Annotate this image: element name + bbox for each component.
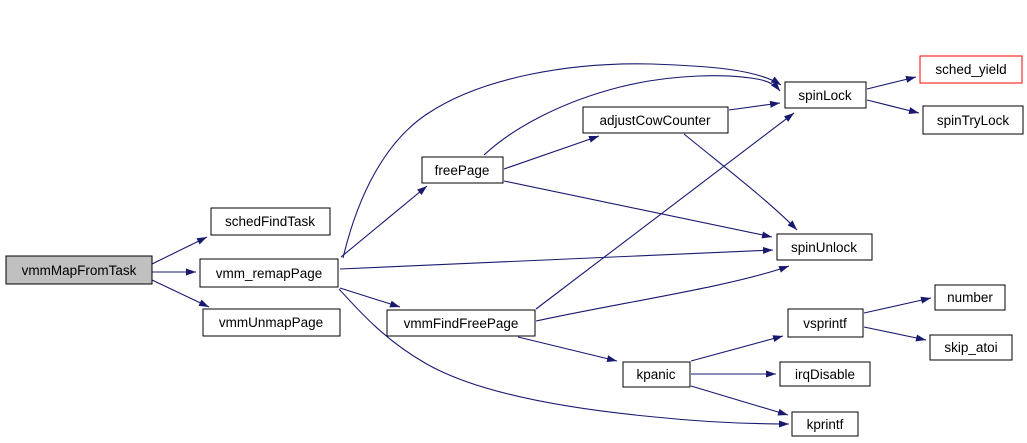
node-vmmUnmapPage[interactable]: vmmUnmapPage [202, 308, 341, 337]
node-box [5, 255, 153, 285]
edge-adjustCowCounter-spinUnlock [683, 133, 798, 231]
node-box[interactable] [919, 55, 1023, 84]
node-label: vmmFindFreePage [404, 316, 519, 331]
node-label: irqDisable [795, 367, 855, 382]
node-box[interactable] [582, 106, 729, 134]
node-box[interactable] [787, 308, 864, 338]
node-box[interactable] [776, 233, 873, 261]
edge-freePage-spinUnlock [503, 180, 773, 239]
edge-adjustCowCounter-spinLock [728, 100, 781, 111]
node-box[interactable] [934, 284, 1006, 311]
node-label: freePage [435, 163, 490, 178]
edge-vsprintf-number [863, 296, 932, 314]
node-spinLock[interactable]: spinLock [784, 81, 867, 109]
node-box[interactable] [210, 207, 331, 236]
node-vmm_remapPage[interactable]: vmm_remapPage [199, 258, 339, 288]
node-spinTryLock[interactable]: spinTryLock [922, 105, 1024, 135]
node-box[interactable] [202, 308, 341, 337]
node-box[interactable] [922, 105, 1024, 135]
node-vsprintf[interactable]: vsprintf [787, 308, 864, 338]
edge-spinLock-spinTryLock [866, 99, 920, 114]
edge-vmm_remapPage-spinUnlock [339, 246, 774, 270]
node-label: schedFindTask [225, 214, 315, 229]
node-label: skip_atoi [944, 340, 997, 355]
edge-vmmFindFreePage-kpanic [517, 336, 618, 363]
edge-vsprintf-skip_atoi [863, 326, 927, 342]
edge-vmm_remapPage-vmmFindFreePage [339, 287, 401, 308]
node-box[interactable] [791, 411, 859, 437]
edge-kpanic-kprintf [690, 385, 789, 416]
node-label: vsprintf [803, 316, 847, 331]
node-number[interactable]: number [934, 284, 1006, 311]
node-label: kprintf [807, 417, 844, 432]
node-label: vmm_remapPage [216, 266, 323, 281]
edge-vmmFindFreePage-spinUnlock [535, 265, 790, 322]
node-box[interactable] [929, 334, 1013, 361]
node-label: spinTryLock [937, 113, 1010, 128]
edge-vmm_remapPage-spinLock [342, 63, 782, 259]
edge-kpanic-vsprintf [690, 335, 784, 362]
node-schedFindTask[interactable]: schedFindTask [210, 207, 331, 236]
edge-freePage-adjustCowCounter [503, 135, 600, 170]
node-freePage[interactable]: freePage [421, 156, 504, 184]
node-vmmMapFromTask: vmmMapFromTask [5, 255, 153, 285]
node-skip_atoi[interactable]: skip_atoi [929, 334, 1013, 361]
edges-layer [151, 63, 932, 428]
edge-spinLock-sched_yield [866, 75, 917, 90]
edge-vmmFindFreePage-spinLock [535, 112, 795, 310]
edge-vmm_remapPage-kprintf [338, 288, 790, 428]
node-sched_yield[interactable]: sched_yield [919, 55, 1023, 84]
node-box[interactable] [199, 258, 339, 288]
node-box[interactable] [779, 361, 871, 387]
node-box[interactable] [784, 81, 867, 109]
node-irqDisable[interactable]: irqDisable [779, 361, 871, 387]
node-label: number [947, 290, 993, 305]
node-label: spinLock [798, 88, 852, 103]
node-box[interactable] [386, 309, 536, 337]
node-label: sched_yield [935, 62, 1006, 77]
node-box[interactable] [421, 156, 504, 184]
edge-freePage-spinLock [483, 75, 781, 156]
node-label: kpanic [636, 367, 675, 382]
node-label: adjustCowCounter [599, 113, 711, 128]
node-label: spinUnlock [791, 240, 857, 255]
nodes-layer: vmmMapFromTask schedFindTask vmm_remapPa… [5, 55, 1024, 437]
node-spinUnlock[interactable]: spinUnlock [776, 233, 873, 261]
edge-vmm_remapPage-freePage [340, 185, 428, 258]
node-adjustCowCounter[interactable]: adjustCowCounter [582, 106, 729, 134]
node-vmmFindFreePage[interactable]: vmmFindFreePage [386, 309, 536, 337]
node-label: vmmUnmapPage [219, 315, 323, 330]
node-kpanic[interactable]: kpanic [622, 361, 691, 388]
edge-vmmMapFromTask-schedFindTask [151, 236, 208, 265]
edge-vmmMapFromTask-vmmUnmapPage [151, 279, 210, 308]
node-box[interactable] [622, 361, 691, 388]
node-kprintf[interactable]: kprintf [791, 411, 859, 437]
node-label: vmmMapFromTask [22, 263, 137, 278]
